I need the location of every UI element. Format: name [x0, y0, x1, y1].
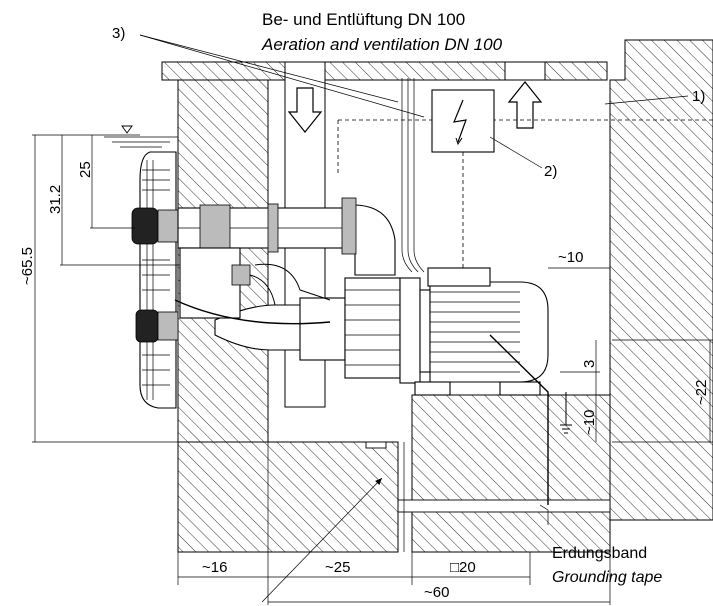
- ref-1: 1): [692, 88, 705, 105]
- dim-10-top: ~10: [558, 249, 583, 266]
- pump-motor: [399, 267, 572, 505]
- right-wall: [609, 39, 713, 521]
- duct-right: [504, 61, 546, 81]
- dim-3: 3: [581, 360, 598, 368]
- front-panel: [131, 151, 179, 409]
- top-slab: [161, 61, 608, 81]
- title-en: Aeration and ventilation DN 100: [261, 35, 503, 54]
- electrical-box: [431, 89, 495, 270]
- dim-10-right: ~10: [581, 410, 598, 435]
- piping: [174, 197, 401, 379]
- pump-pedestal: [411, 394, 611, 553]
- water-surface: [104, 125, 178, 148]
- dim-16: ~16: [202, 559, 227, 576]
- ref-2: 2): [544, 163, 557, 180]
- dim-60: ~60: [424, 584, 449, 601]
- ref-3: 3): [112, 25, 125, 42]
- floor-slab: [177, 441, 399, 553]
- dim-25-bottom: ~25: [325, 559, 350, 576]
- lightning-icon: [453, 99, 467, 143]
- title-de: Be- und Entlüftung DN 100: [262, 10, 465, 29]
- grounding-de: Erdungsband: [552, 545, 647, 562]
- dim-25: 25: [77, 161, 94, 178]
- leaders: [139, 34, 689, 603]
- dim-31-2: 31.2: [47, 185, 64, 214]
- dimension-lines: [32, 134, 713, 605]
- cables: [401, 78, 425, 273]
- grounding-en: Grounding tape: [552, 569, 662, 586]
- drain-pipe: [365, 441, 405, 552]
- dim-20: □20: [450, 559, 476, 576]
- air-out-arrow-icon: [507, 81, 543, 129]
- air-in-arrow-icon: [287, 87, 323, 133]
- dim-65-5: ~65.5: [19, 247, 36, 285]
- dim-22: ~22: [693, 380, 710, 405]
- water-level-icon: [121, 125, 133, 134]
- drain-trench: [397, 499, 611, 513]
